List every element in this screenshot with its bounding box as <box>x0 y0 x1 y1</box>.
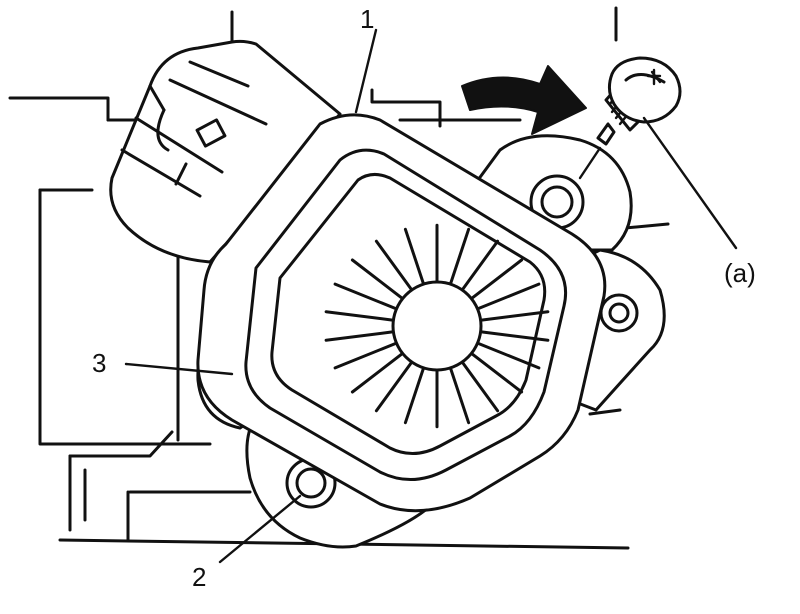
radial-rib <box>324 310 393 322</box>
sensor-connector <box>109 39 342 264</box>
radial-rib <box>350 352 404 394</box>
callout-a: (a) <box>724 258 756 288</box>
radial-rib <box>481 330 550 342</box>
radial-rib <box>403 227 426 287</box>
mounting-hole-right-inner <box>608 302 630 324</box>
screw-icon <box>596 56 682 146</box>
leader-line-3 <box>124 362 234 376</box>
screw-axis-line <box>578 146 602 180</box>
radial-rib <box>350 258 404 300</box>
curved-arrow-right-icon <box>461 65 587 135</box>
callout-2: 2 <box>192 562 206 592</box>
radial-rib <box>470 352 524 394</box>
radial-rib <box>448 227 471 287</box>
leader-line-2 <box>218 494 302 564</box>
rotor-hub <box>391 280 483 372</box>
radial-rib <box>374 360 414 413</box>
radial-rib <box>477 282 541 310</box>
radial-rib <box>403 365 426 425</box>
radial-rib <box>333 282 397 310</box>
callout-3: 3 <box>92 348 106 378</box>
radial-ribs <box>324 223 550 429</box>
radial-rib <box>374 239 414 292</box>
leader-line-1 <box>354 28 378 114</box>
connector-latch-window <box>195 118 227 148</box>
radial-rib <box>477 342 541 370</box>
leader-line-a <box>642 116 738 250</box>
radial-rib <box>470 258 524 300</box>
radial-rib <box>333 342 397 370</box>
callout-1: 1 <box>360 4 374 34</box>
radial-rib <box>448 365 471 425</box>
radial-rib <box>481 310 550 322</box>
radial-rib <box>460 239 500 292</box>
upper-right-mounting-lug <box>476 134 633 252</box>
radial-rib <box>460 360 500 413</box>
mounting-hole-2-inner <box>295 467 327 499</box>
mounting-hole-a-inner <box>540 185 574 219</box>
radial-rib <box>324 330 393 342</box>
leader-lines <box>124 28 738 564</box>
